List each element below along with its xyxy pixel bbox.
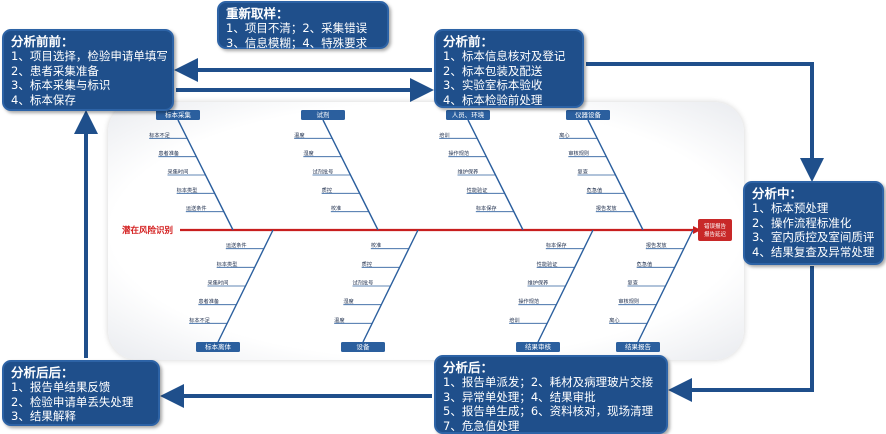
- sub-bone-label: 湿度: [343, 297, 353, 305]
- category-box: [616, 342, 660, 352]
- sub-bone-label: 标本不足: [149, 131, 170, 139]
- box-line: 2、操作流程标准化: [752, 215, 852, 230]
- box-line: 4、标本检验前处理: [443, 92, 543, 107]
- box-line: 3、标本采集与标识: [11, 78, 111, 92]
- sub-bone-label: 维护保养: [528, 279, 549, 287]
- sub-bone-label: 患者准备: [158, 149, 180, 157]
- sub-bone-label: 报告发放: [646, 241, 668, 249]
- arrow-pre-to-analysis: [586, 62, 824, 182]
- sub-bone-label: 标本保存: [546, 241, 567, 249]
- sub-bone-label: 湿度: [303, 149, 313, 157]
- category-box: [301, 110, 345, 120]
- arrow-analysis-to-post: [668, 266, 814, 402]
- box-line: 2、标本包装及配送: [443, 63, 543, 78]
- sub-bone-label: 患者准备: [198, 297, 220, 305]
- pre-pre-analysis-box: 分析前前： 1、项目选择，检验申请单填写 2、患者采集准备 3、标本采集与标识 …: [2, 29, 174, 111]
- box-line: 5、报告单生成；6、资料核对，现场清理: [443, 404, 654, 418]
- box-line: 1、报告单结果反馈: [11, 380, 111, 394]
- sub-bone-label: 校准: [331, 204, 341, 212]
- category-label: 仪器设备: [575, 110, 602, 119]
- category-label: 试剂: [317, 110, 330, 119]
- sub-bone-label: 培训: [509, 316, 519, 324]
- sub-bone-label: 危急值: [587, 186, 603, 194]
- analysis-box: 分析中： 1、标本预处理 2、操作流程标准化 3、室内质控及室间质评 4、结果复…: [743, 181, 884, 265]
- box-line: 1、项目选择，检验申请单填写: [11, 49, 168, 63]
- sub-bone-label: 危急值: [637, 260, 653, 268]
- fishbone-diagram: 潜在风险识别错误报告报告延迟标本采集标本不足患者准备采集时间标本类型运送条件试剂…: [122, 110, 732, 352]
- category-box: [446, 110, 490, 120]
- box-line: 3、信息模糊；4、特殊要求: [226, 35, 368, 50]
- sub-bone-label: 审核规则: [618, 297, 639, 305]
- category-box: [516, 342, 560, 352]
- box-line: 1、标本预处理: [752, 201, 829, 215]
- sub-bone-label: 质控: [362, 260, 372, 268]
- box-line: 7、危急值处理: [443, 418, 520, 433]
- sub-bone-label: 性能验证: [467, 186, 488, 194]
- sub-bone-label: 复查: [628, 279, 638, 287]
- post-analysis-box: 分析后： 1、报告单派发；2、耗材及病理玻片交接 3、异常单处理；4、结果审批 …: [434, 355, 668, 434]
- box-line: 2、检验申请单丢失处理: [11, 394, 134, 409]
- pre-analysis-box: 分析前： 1、标本信息核对及登记 2、标本包装及配送 3、实验室标本验收 4、标…: [434, 29, 584, 108]
- box-line: 3、实验室标本验收: [443, 78, 543, 92]
- sub-bone-label: 离心: [609, 316, 619, 324]
- sub-bone-label: 标本类型: [177, 186, 198, 194]
- sub-bone-label: 温度: [294, 131, 304, 139]
- sub-bone-label: 采集时间: [168, 168, 189, 176]
- category-label: 标本采集: [165, 110, 192, 119]
- sub-bone-label: 试剂批号: [353, 279, 374, 287]
- category-box: [566, 110, 610, 120]
- box-title: 重新取样：: [226, 6, 289, 21]
- sub-bone-label: 维护保养: [458, 168, 479, 176]
- head-label: 错误报告: [704, 222, 727, 230]
- category-box: [196, 342, 240, 352]
- box-line: 2、患者采集准备: [11, 63, 99, 78]
- sub-bone-label: 报告发放: [596, 204, 618, 212]
- box-title: 分析前前：: [11, 34, 74, 49]
- sub-bone-label: 性能验证: [537, 260, 558, 268]
- sub-bone-label: 运送条件: [226, 241, 247, 249]
- sub-bone-label: 运送条件: [186, 204, 207, 212]
- sub-bone-label: 温度: [334, 316, 344, 324]
- box-line: 4、结果复查及异常处理: [752, 244, 875, 259]
- sub-bone-label: 采集时间: [208, 279, 229, 287]
- category-label: 设备: [357, 342, 371, 351]
- category-label: 结果报告: [625, 342, 652, 351]
- box-line: 3、室内质控及室间质评: [752, 230, 875, 244]
- category-label: 标本离体: [205, 342, 232, 351]
- sub-bone-label: 标本类型: [217, 260, 238, 268]
- head-label: 报告延迟: [704, 230, 727, 238]
- category-box: [341, 342, 385, 352]
- category-box: [156, 110, 200, 120]
- box-line: 1、标本信息核对及登记: [443, 49, 566, 63]
- box-line: 4、标本保存: [11, 92, 76, 107]
- box-title: 分析中：: [752, 186, 803, 201]
- box-line: 3、结果解释: [11, 409, 76, 423]
- resample-box: 重新取样： 1、项目不清；2、采集错误 3、信息模糊；4、特殊要求: [217, 1, 389, 50]
- box-title: 分析后后：: [11, 365, 74, 380]
- sub-bone-label: 标本保存: [476, 204, 497, 212]
- spine-arrowhead: [693, 226, 701, 234]
- sub-bone-label: 标本不足: [189, 316, 210, 324]
- sub-bone-label: 试剂批号: [313, 168, 334, 176]
- category-label: 结果审核: [525, 342, 552, 351]
- sub-bone-label: 复查: [578, 168, 588, 176]
- sub-bone-label: 培训: [439, 131, 449, 139]
- box-line: 3、异常单处理；4、结果审批: [443, 389, 596, 404]
- post-post-analysis-box: 分析后后： 1、报告单结果反馈 2、检验申请单丢失处理 3、结果解释: [2, 360, 160, 426]
- box-line: 1、报告单派发；2、耗材及病理玻片交接: [443, 375, 654, 389]
- sub-bone-label: 操作规范: [518, 297, 539, 305]
- category-label: 人员、环境: [452, 110, 485, 119]
- box-title: 分析前：: [443, 34, 494, 49]
- sub-bone-label: 审核规则: [568, 149, 589, 157]
- box-line: 1、项目不清；2、采集错误: [226, 21, 368, 35]
- head-box: [698, 219, 732, 241]
- spine-label: 潜在风险识别: [122, 225, 173, 236]
- sub-bone-label: 离心: [559, 131, 569, 139]
- sub-bone-label: 校准: [371, 241, 381, 249]
- box-title: 分析后：: [443, 360, 494, 375]
- sub-bone-label: 质控: [322, 186, 332, 194]
- sub-bone-label: 操作规范: [448, 149, 469, 157]
